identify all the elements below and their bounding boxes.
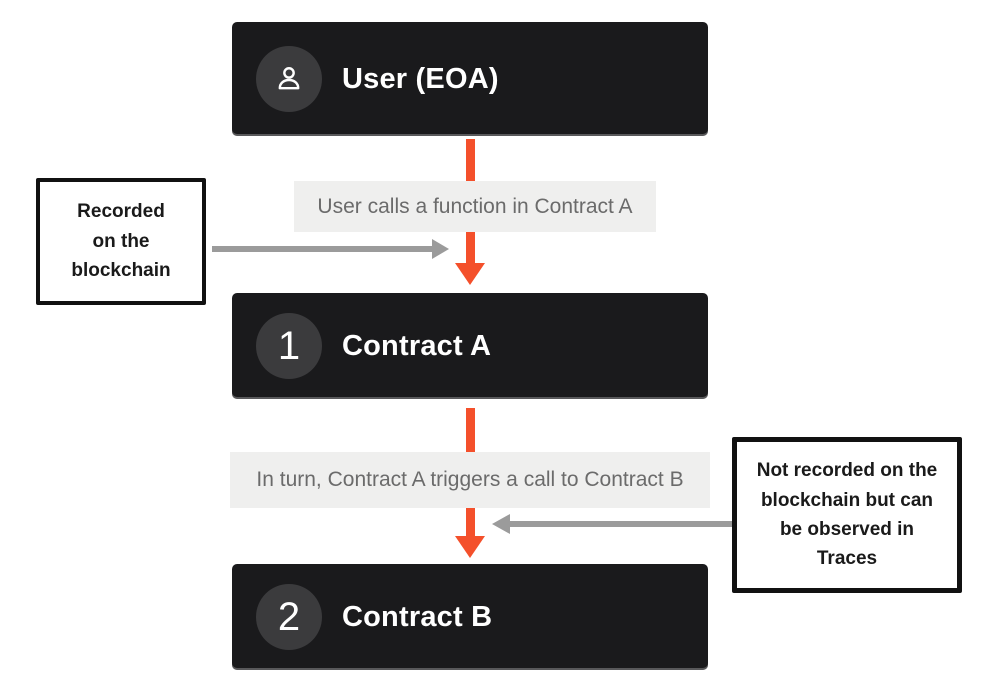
step-2-number: 2 xyxy=(277,595,301,639)
arrow-contract-a-to-b-shaft-bottom xyxy=(466,508,475,537)
edge-label-user-call: User calls a function in Contract A xyxy=(294,181,656,232)
gray-arrow-left-shaft xyxy=(212,246,433,252)
arrow-right-icon xyxy=(432,239,449,259)
arrow-down-icon xyxy=(455,536,485,558)
flow-node-contract-a: 1 Contract A xyxy=(232,293,708,399)
callout-recorded-text: Recorded on the blockchain xyxy=(71,201,171,282)
arrow-user-to-contract-a-shaft-bottom xyxy=(466,232,475,264)
flow-node-contract-b: 2 Contract B xyxy=(232,564,708,670)
arrow-contract-a-to-b-shaft-top xyxy=(466,408,475,452)
step-1-number: 1 xyxy=(277,324,301,368)
gray-arrow-right-shaft xyxy=(510,521,732,527)
arrow-user-to-contract-a-shaft-top xyxy=(466,139,475,181)
step-2-badge: 2 xyxy=(256,584,322,650)
edge-label-internal-call: In turn, Contract A triggers a call to C… xyxy=(230,452,710,508)
arrow-left-icon xyxy=(492,514,510,534)
callout-not-recorded-traces: Not recorded on the blockchain but can b… xyxy=(732,437,962,593)
flow-node-user-eoa: User (EOA) xyxy=(232,22,708,136)
user-icon xyxy=(278,67,300,90)
step-1-badge: 1 xyxy=(256,313,322,379)
user-avatar-badge xyxy=(256,46,322,112)
node-title-user-eoa: User (EOA) xyxy=(342,62,499,95)
node-title-contract-b: Contract B xyxy=(342,600,493,633)
callout-recorded-on-chain: Recorded on the blockchain xyxy=(36,178,206,305)
callout-not-recorded-text: Not recorded on the blockchain but can b… xyxy=(756,460,938,570)
arrow-down-icon xyxy=(455,263,485,285)
node-title-contract-a: Contract A xyxy=(342,329,492,362)
